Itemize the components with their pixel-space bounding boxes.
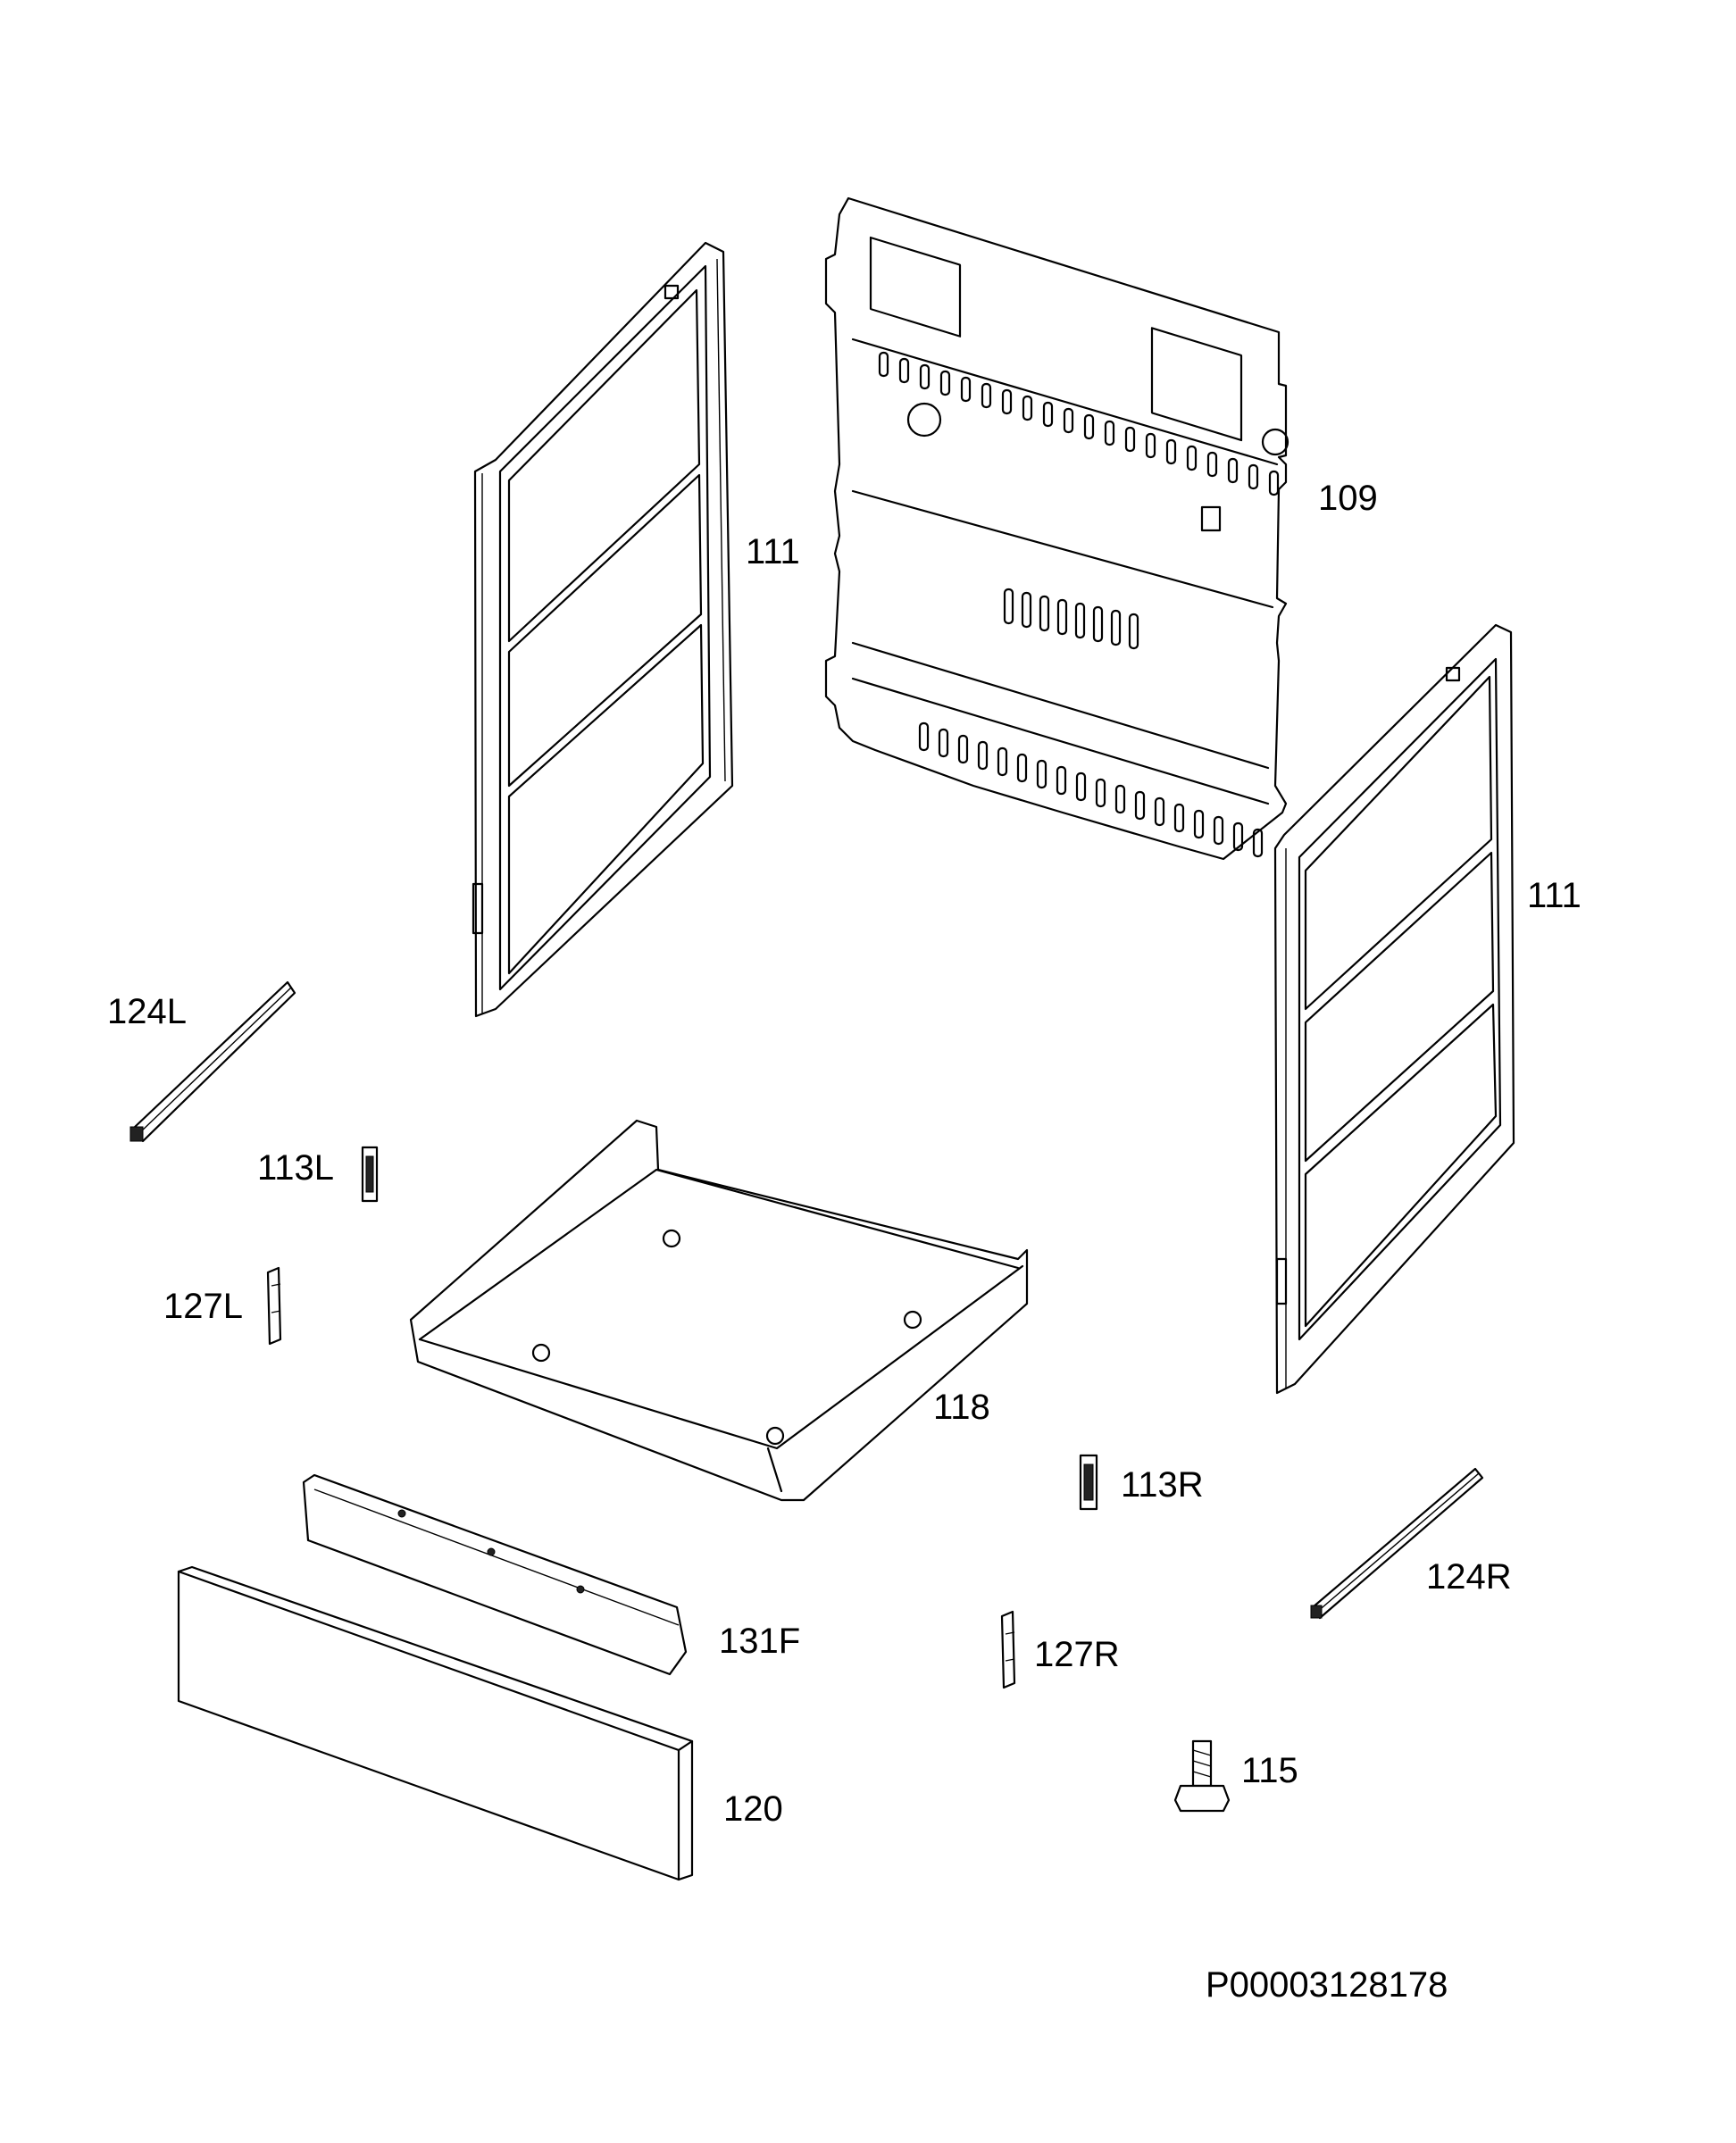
panel-slot xyxy=(1154,796,1165,827)
panel-slot xyxy=(1056,765,1067,796)
part-127L-clip xyxy=(266,1266,282,1346)
part-115-leveling-foot xyxy=(1173,1739,1231,1813)
panel-slot xyxy=(1039,595,1050,632)
panel-slot xyxy=(1092,605,1104,643)
panel-slot xyxy=(1114,784,1126,814)
part-113L-bracket xyxy=(361,1146,379,1203)
panel-slot xyxy=(1074,602,1086,639)
panel-slot xyxy=(997,746,1008,777)
part-124L-rail xyxy=(129,980,296,1143)
part-124R-rail xyxy=(1310,1467,1484,1620)
panel-slot xyxy=(1232,821,1244,852)
label-111-right: 111 xyxy=(1527,876,1582,915)
panel-slot xyxy=(919,363,931,390)
panel-slot xyxy=(1063,407,1074,434)
label-111-left: 111 xyxy=(746,532,800,571)
panel-slot xyxy=(1165,438,1177,465)
panel-slot xyxy=(1016,753,1028,783)
panel-slot xyxy=(1193,809,1205,839)
panel-slot xyxy=(1036,759,1047,789)
label-131F: 131F xyxy=(719,1622,801,1661)
panel-slot xyxy=(1145,432,1156,459)
part-127R-clip xyxy=(1000,1610,1016,1689)
panel-slot xyxy=(1001,388,1013,415)
part-111-left-side-panel xyxy=(472,241,734,1018)
panel-slot xyxy=(1110,609,1122,646)
label-113R: 113R xyxy=(1121,1465,1204,1505)
panel-slot xyxy=(938,728,949,758)
panel-slot xyxy=(1075,771,1087,802)
diagram-id: P00003128178 xyxy=(1206,1965,1448,2005)
label-118: 118 xyxy=(933,1388,990,1427)
panel-slot xyxy=(1124,426,1136,453)
panel-slot xyxy=(1206,451,1218,478)
panel-slot xyxy=(1003,588,1014,625)
panel-slot xyxy=(1252,828,1264,858)
label-109: 109 xyxy=(1318,479,1378,518)
label-127R: 127R xyxy=(1034,1635,1120,1674)
panel-slot xyxy=(981,382,992,409)
panel-slot xyxy=(918,721,930,752)
part-118-drawer-box xyxy=(409,1119,1029,1502)
panel-slot xyxy=(939,370,951,396)
label-124R: 124R xyxy=(1426,1557,1512,1597)
panel-slot xyxy=(1021,591,1032,629)
panel-slot xyxy=(1083,413,1095,440)
part-120-drawer-front xyxy=(177,1565,694,1881)
label-124L: 124L xyxy=(107,992,187,1031)
label-120: 120 xyxy=(723,1789,783,1829)
panel-slot xyxy=(1268,470,1280,496)
panel-slot xyxy=(1042,401,1054,428)
panel-slot xyxy=(960,376,972,403)
part-111-right-side-panel xyxy=(1273,623,1515,1395)
panel-slot xyxy=(1134,790,1146,821)
label-113L: 113L xyxy=(257,1148,335,1188)
panel-slot xyxy=(1227,457,1239,484)
panel-slot xyxy=(977,740,989,771)
panel-slot xyxy=(1128,613,1139,650)
part-113R-bracket xyxy=(1079,1454,1098,1511)
panel-slot xyxy=(1213,815,1224,846)
panel-slot xyxy=(957,734,969,764)
panel-slot xyxy=(1173,803,1185,833)
label-127L: 127L xyxy=(163,1287,243,1326)
panel-slot xyxy=(1095,778,1106,808)
panel-slot xyxy=(1022,395,1033,421)
panel-slot xyxy=(1104,420,1115,446)
panel-slot xyxy=(1056,598,1068,636)
panel-slot xyxy=(878,351,889,378)
panel-slot xyxy=(1248,463,1259,490)
part-131F-front-rail xyxy=(302,1473,688,1676)
panel-slot xyxy=(1186,445,1198,471)
part-109-back-panel xyxy=(824,196,1289,861)
label-115: 115 xyxy=(1241,1751,1298,1790)
panel-slot xyxy=(898,357,910,384)
